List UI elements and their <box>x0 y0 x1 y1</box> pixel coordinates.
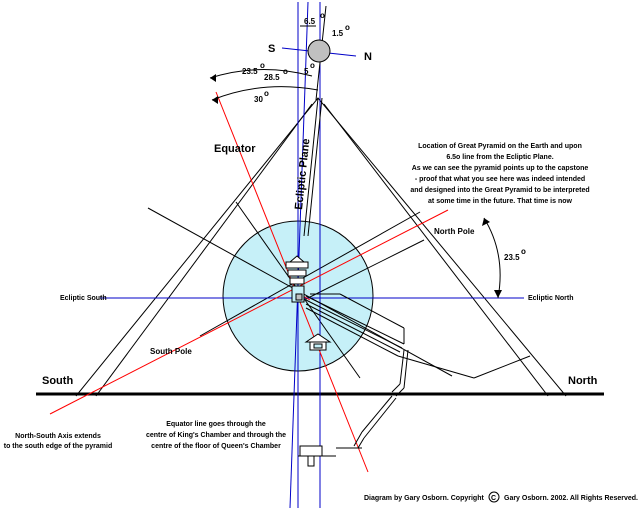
arc-right-23-5 <box>483 217 501 299</box>
arrow-head-d <box>494 290 502 298</box>
label-s: S <box>268 43 275 55</box>
equator-note: Equator line goes through the centre of … <box>146 421 286 450</box>
degree-mark-1-5: o <box>345 23 350 32</box>
angle-label-30: 30 <box>254 95 263 104</box>
location-note-line: As we can see the pyramid points up to t… <box>412 165 589 172</box>
label-ecliptic-south: Ecliptic South <box>60 295 107 302</box>
arc-23-5 <box>209 68 313 79</box>
equator-note-line: Equator line goes through the <box>166 421 266 428</box>
diagonal-line-b <box>199 211 421 337</box>
ecliptic-plane-line <box>289 1 309 509</box>
capstone-line-b <box>307 97 323 237</box>
location-note: Location of Great Pyramid on the Earth a… <box>410 143 589 205</box>
location-note-line: and designed into the Great Pyramid to b… <box>410 187 589 194</box>
angle-label-23-5-top: 23.5 <box>242 67 258 76</box>
axis-note-line: to the south edge of the pyramid <box>4 443 113 450</box>
capstone-line-a <box>303 97 319 237</box>
subterranean-chamber <box>299 445 323 467</box>
label-north: North <box>568 375 598 387</box>
descending-passage <box>298 349 531 457</box>
location-note-line: 6.5o line from the Ecliptic Plane. <box>446 154 553 161</box>
arrow-head-b <box>212 96 218 104</box>
angle-label-5: 5 <box>304 67 309 76</box>
label-n: N <box>364 51 372 63</box>
degree-mark-23-5-right: o <box>521 247 526 256</box>
label-south-pole: South Pole <box>150 347 192 356</box>
label-equator: Equator <box>214 143 256 155</box>
label-ecliptic-plane: Ecliptic Plane <box>293 138 312 210</box>
sphere-marker <box>307 39 331 63</box>
inner-line-left <box>95 103 313 397</box>
credit-right: Gary Osborn. 2002. All Rights Reserved. <box>504 495 638 502</box>
copyright-symbol: C <box>491 495 496 502</box>
pyramid-centre-marker <box>295 293 303 301</box>
degree-mark-28-5: o <box>283 67 288 76</box>
queens-chamber <box>304 333 332 351</box>
location-note-line: at some time in the future. That time is… <box>428 198 572 205</box>
degree-mark-23-5-top: o <box>260 61 265 70</box>
inner-line-right <box>323 103 549 397</box>
arc-30 <box>211 86 319 101</box>
label-north-pole: North Pole <box>434 227 475 236</box>
axis-note: North-South Axis extends to the south ed… <box>4 433 113 450</box>
location-note-line: Location of Great Pyramid on the Earth a… <box>418 143 582 150</box>
arrow-head-c <box>482 218 490 226</box>
angle-label-6-5: 6.5 <box>304 17 316 26</box>
degree-mark-30: o <box>264 89 269 98</box>
label-ecliptic-north: Ecliptic North <box>528 295 574 302</box>
south-pole-red-line <box>49 209 449 415</box>
angle-label-28-5: 28.5 <box>264 73 280 82</box>
degree-mark-6-5: o <box>320 11 325 20</box>
angle-label-1-5: 1.5 <box>332 29 344 38</box>
angle-label-23-5-right: 23.5 <box>504 253 520 262</box>
location-note-line: - proof that what you see here was indee… <box>415 176 585 183</box>
axis-note-line: North-South Axis extends <box>15 433 101 440</box>
equator-note-line: centre of King's Chamber and through the <box>146 432 286 439</box>
arrow-head-a <box>210 74 216 82</box>
credit-left: Diagram by Gary Osborn. Copyright <box>364 495 484 502</box>
degree-mark-5: o <box>310 61 315 70</box>
label-south: South <box>42 375 73 387</box>
diagonal-line-d <box>299 239 425 303</box>
equator-note-line: centre of the floor of Queen's Chamber <box>151 443 281 450</box>
copyright-circle <box>488 491 500 503</box>
grand-gallery <box>305 293 475 379</box>
